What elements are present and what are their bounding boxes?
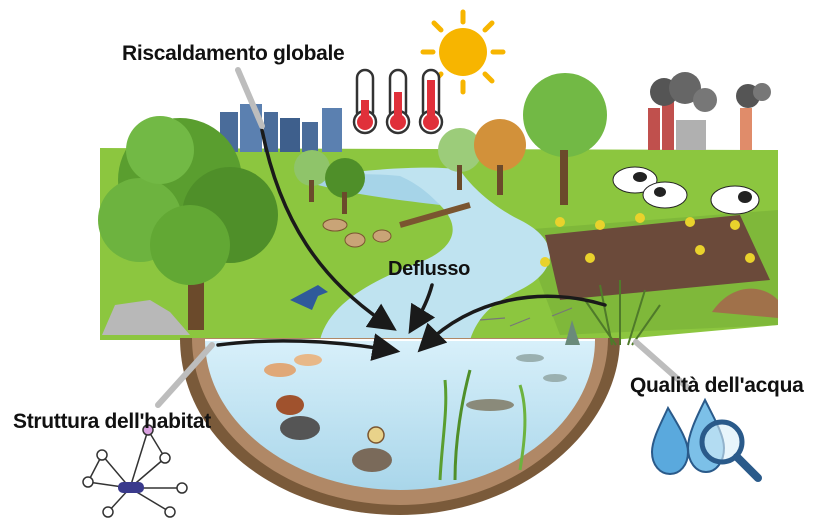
city-skyline-icon bbox=[220, 104, 342, 152]
dragonflies bbox=[479, 307, 573, 327]
network-graph-icon bbox=[82, 424, 188, 518]
river bbox=[300, 167, 550, 340]
arrow-runoff bbox=[408, 283, 436, 334]
logs bbox=[322, 202, 471, 248]
label-water-quality: Qualità dell'acqua bbox=[630, 374, 804, 397]
water-body bbox=[205, 340, 595, 490]
label-habitat-structure: Struttura dell'habitat bbox=[13, 410, 211, 433]
cow-icon bbox=[612, 166, 760, 215]
soil-mound bbox=[712, 288, 778, 318]
thermometer-icon bbox=[352, 68, 444, 135]
sun-icon bbox=[420, 9, 506, 95]
small-trees bbox=[294, 73, 607, 214]
flow-arrows bbox=[216, 128, 607, 361]
rocks bbox=[102, 300, 190, 335]
label-runoff: Deflusso bbox=[388, 258, 471, 280]
crop-field bbox=[540, 213, 770, 300]
arrow-water-quality bbox=[417, 294, 607, 353]
big-tree bbox=[98, 116, 278, 330]
aquatic-life bbox=[264, 320, 580, 481]
arrow-global-warming bbox=[260, 128, 397, 331]
reeds bbox=[584, 280, 661, 346]
magnifier-icon bbox=[699, 419, 762, 482]
arrow-habitat bbox=[216, 333, 401, 361]
swallow-bird bbox=[290, 285, 328, 310]
pointer-lines bbox=[155, 67, 691, 408]
label-global-warming: Riscaldamento globale bbox=[122, 42, 345, 65]
factory-icon bbox=[648, 72, 771, 150]
